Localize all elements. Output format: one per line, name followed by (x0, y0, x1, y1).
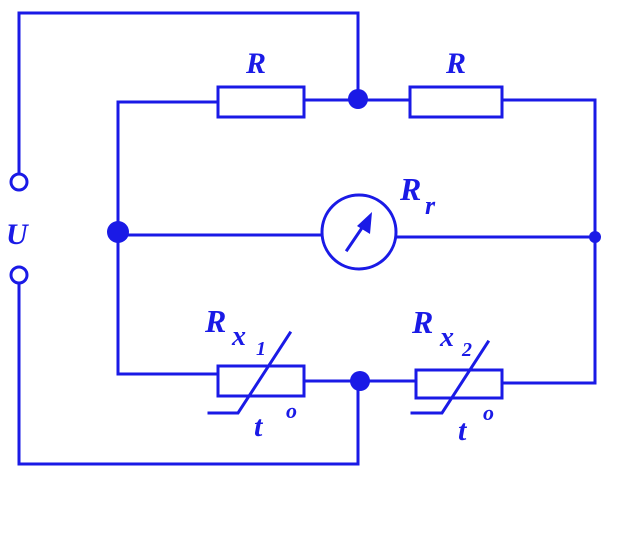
label-deg1: o (286, 398, 297, 423)
label-rx2-index: 2 (461, 339, 472, 361)
wire-top-right (500, 98, 597, 240)
label-t1: t (254, 410, 264, 443)
gauge-arrow-icon (357, 212, 372, 234)
label-rx1-index: 1 (256, 338, 266, 360)
gauge-circle (320, 193, 398, 271)
node-right (589, 231, 601, 243)
wire-bottom-left (116, 233, 220, 376)
label-deg2: o (483, 400, 494, 425)
wire-top-left (116, 100, 220, 234)
wire-supply-top (17, 11, 360, 174)
resistor-top-left (216, 85, 306, 119)
wire-supply-bottom (17, 281, 360, 466)
terminal-top (9, 172, 29, 192)
thermistor-1 (216, 364, 306, 398)
wire-bottom-right (500, 235, 597, 385)
label-gauge-sub: r (425, 191, 436, 220)
terminal-bottom (9, 265, 29, 285)
thermistor-2 (414, 368, 504, 400)
node-top (348, 89, 368, 109)
label-rx2-r: R (411, 304, 433, 340)
label-rx1-r: R (204, 303, 226, 339)
label-r-top-right: R (445, 47, 466, 80)
label-gauge-r: R (399, 171, 421, 207)
label-r-top-left: R (245, 47, 266, 80)
resistor-top-right (408, 85, 504, 119)
label-rx1-x: x (231, 321, 246, 352)
label-rx2-x: x (439, 322, 454, 353)
node-bottom (350, 371, 370, 391)
label-t2: t (458, 414, 468, 447)
thermistor-2-slash (410, 339, 491, 415)
label-u: U (6, 218, 29, 251)
node-left (107, 221, 129, 243)
thermistor-1-slash (207, 330, 293, 415)
